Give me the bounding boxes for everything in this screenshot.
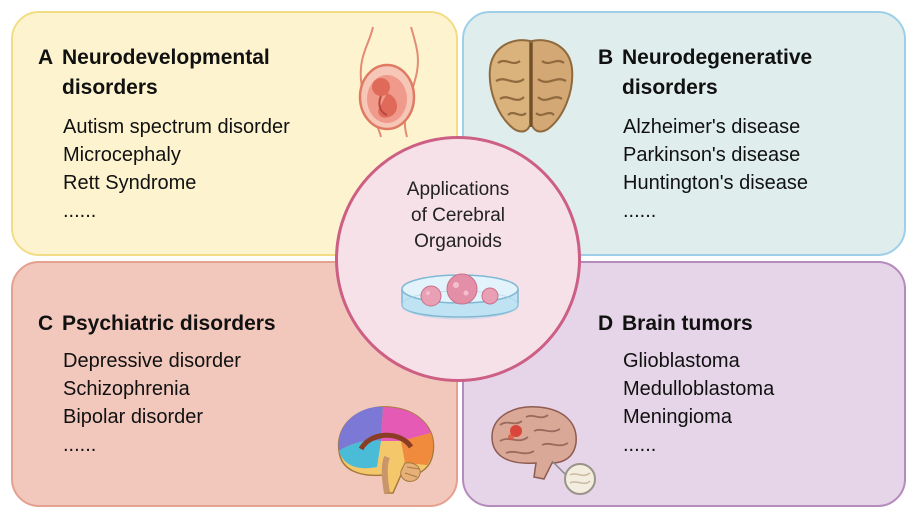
- panel-b-title: B Neurodegenerative disorders: [598, 43, 812, 103]
- list-item: Microcephaly: [63, 144, 181, 166]
- list-item: ......: [623, 434, 657, 456]
- center-circle: Applications of Cerebral Organoids: [335, 136, 581, 382]
- fetus-womb-icon: [358, 26, 419, 138]
- list-item: Meningioma: [623, 406, 732, 428]
- list-item: Autism spectrum disorder: [63, 116, 290, 138]
- list-item: ......: [623, 200, 657, 222]
- list-item: Schizophrenia: [63, 378, 190, 400]
- list-item: Alzheimer's disease: [623, 116, 801, 138]
- center-title-line1: Applications: [406, 179, 510, 200]
- panel-a-title-line1: Neurodevelopmental: [62, 46, 270, 69]
- list-item: Medulloblastoma: [623, 378, 775, 400]
- panel-c-title-line1: Psychiatric disorders: [62, 312, 276, 335]
- center-title-line3: Organoids: [414, 231, 502, 252]
- panel-b-title-line2: disorders: [622, 76, 718, 99]
- panel-b-letter: B: [598, 46, 614, 69]
- brain-sagittal-icon: [337, 406, 435, 494]
- list-item: Bipolar disorder: [63, 406, 204, 428]
- list-item: Huntington's disease: [623, 172, 809, 194]
- petri-dish-organoids-icon: [401, 273, 519, 320]
- panel-a-list: Autism spectrum disorder Microcephaly Re…: [63, 113, 290, 225]
- panel-d-letter: D: [598, 312, 614, 335]
- panel-neurodevelopmental: A Neurodevelopmental disorders Autism spe…: [11, 11, 458, 256]
- center-title: Applications of Cerebral Organoids: [338, 177, 578, 255]
- atrophied-brain-icon: [488, 39, 574, 133]
- list-item: Glioblastoma: [623, 350, 740, 372]
- center-title-line2: of Cerebral: [411, 205, 505, 226]
- panel-d-title: D Brain tumors: [598, 309, 753, 339]
- list-item: ......: [63, 200, 97, 222]
- panel-b-list: Alzheimer's disease Parkinson's disease …: [623, 113, 808, 225]
- panel-b-title-line1: Neurodegenerative: [622, 46, 813, 69]
- panel-a-letter: A: [38, 46, 54, 69]
- panel-c-letter: C: [38, 312, 54, 335]
- list-item: ......: [63, 434, 97, 456]
- list-item: Depressive disorder: [63, 350, 241, 372]
- panel-d-title-line1: Brain tumors: [622, 312, 753, 335]
- brain-tumor-icon: [491, 406, 596, 495]
- panel-a-title-line2: disorders: [62, 76, 158, 99]
- panel-c-title: C Psychiatric disorders: [38, 309, 276, 339]
- panel-c-list: Depressive disorder Schizophrenia Bipola…: [63, 347, 241, 459]
- panel-d-list: Glioblastoma Medulloblastoma Meningioma …: [623, 347, 774, 459]
- panel-a-title: A Neurodevelopmental disorders: [38, 43, 270, 103]
- list-item: Rett Syndrome: [63, 172, 197, 194]
- list-item: Parkinson's disease: [623, 144, 801, 166]
